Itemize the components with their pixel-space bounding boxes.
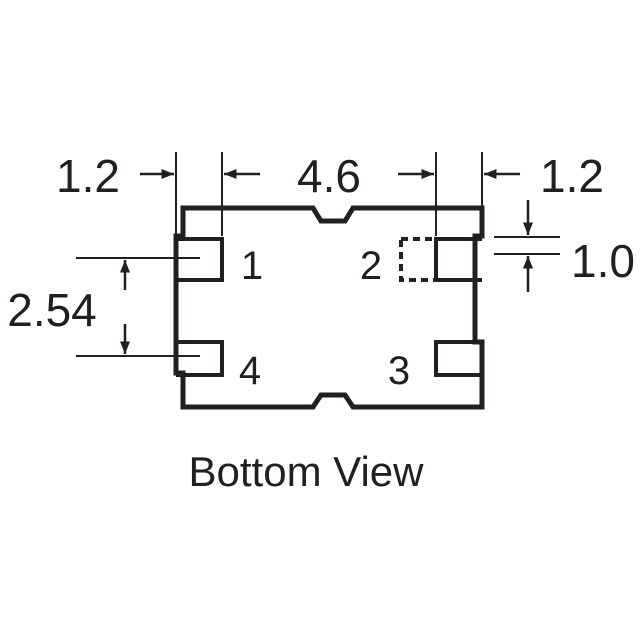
dimension-label-left-pad-width: 1.2 xyxy=(56,150,120,202)
pin-number-3: 3 xyxy=(388,349,410,393)
pad-3 xyxy=(434,340,482,377)
dimension-label-pitch: 2.54 xyxy=(7,284,97,336)
dimension-label-pad-height: 1.0 xyxy=(571,235,635,287)
pad-2 xyxy=(434,237,482,282)
pad-2-reference-marker xyxy=(399,237,438,282)
pad-1 xyxy=(176,237,224,282)
pin-number-2: 2 xyxy=(360,244,382,288)
pin-number-1: 1 xyxy=(241,244,263,288)
pin-number-4: 4 xyxy=(239,349,261,393)
dimension-label-pad-span: 4.6 xyxy=(297,150,361,202)
dimension-label-right-pad-width: 1.2 xyxy=(540,150,604,202)
pad-4 xyxy=(176,340,224,377)
view-caption: Bottom View xyxy=(189,448,425,495)
